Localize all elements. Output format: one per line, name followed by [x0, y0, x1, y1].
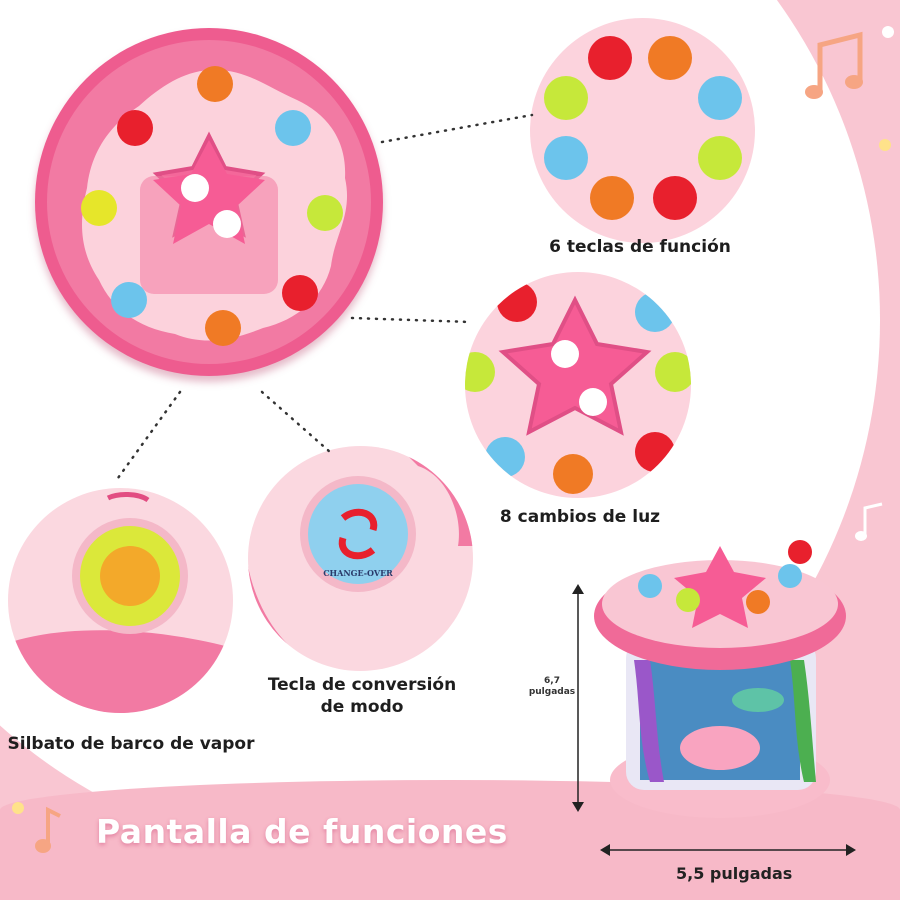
light-changes-label: 8 cambios de luz [499, 507, 661, 527]
height-unit: pulgadas [528, 687, 576, 697]
function-keys-detail [530, 18, 755, 243]
light-changes-drawing [465, 282, 691, 494]
whistle-drawing [8, 492, 233, 713]
music-note-icon [805, 26, 894, 151]
mode-key-label-line2: de modo [320, 697, 404, 717]
changeover-button-text: CHANGE-OVER [323, 568, 393, 578]
width-label: 5,5 pulgadas [676, 864, 793, 883]
height-value: 6,7 [544, 676, 560, 686]
height-label: 6,7 pulgadas [524, 676, 580, 698]
toy-side-view [594, 540, 846, 818]
light-changes-detail [465, 272, 691, 498]
mode-key-label: Tecla de conversión de modo [262, 674, 462, 718]
mode-key-label-line1: Tecla de conversión [267, 675, 457, 695]
function-keys-label: 6 teclas de función [549, 237, 731, 257]
toy-top-view [35, 28, 383, 376]
toy-top-drawing [47, 40, 371, 364]
function-keys-drawing [544, 36, 742, 220]
width-arrow [600, 844, 856, 856]
whistle-detail [8, 488, 233, 713]
height-arrow [572, 584, 584, 812]
mode-key-detail: CHANGE-OVER [248, 446, 473, 671]
music-note-icon [855, 502, 883, 541]
music-note-icon [12, 802, 61, 853]
whistle-label: Silbato de barco de vapor [7, 734, 255, 754]
screen-title: Pantalla de funciones [96, 812, 508, 851]
